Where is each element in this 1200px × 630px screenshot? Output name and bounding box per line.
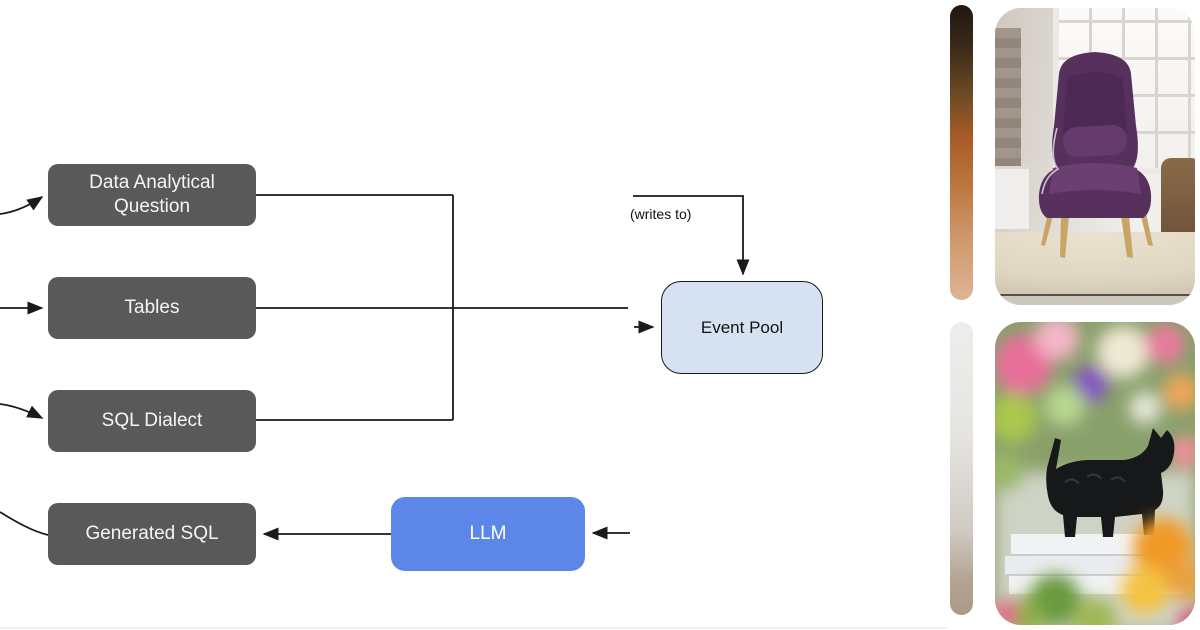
- floor: [995, 296, 1195, 305]
- armchair-illustration: [1038, 52, 1153, 258]
- edge-label-writes-to: (writes to): [628, 206, 694, 222]
- partial-photo-top[interactable]: [950, 5, 973, 300]
- brick-wall: [995, 28, 1021, 168]
- node-data-analytical-question: Data Analytical Question: [48, 164, 256, 226]
- edge-writes-to: [633, 195, 750, 276]
- node-llm: LLM: [391, 497, 585, 571]
- edge-out-generated-sql: [0, 511, 49, 536]
- dog-figurine-photo[interactable]: [995, 322, 1195, 625]
- rug: [995, 232, 1195, 296]
- floor-edge: [995, 294, 1195, 296]
- armchair-scene: [995, 8, 1195, 305]
- node-event-pool: Event Pool: [661, 281, 823, 374]
- edge-into-sql-dialect: [0, 403, 44, 419]
- node-generated-sql: Generated SQL: [48, 503, 256, 565]
- bottom-hairline: [0, 627, 948, 629]
- edge-into-daq: [0, 196, 44, 215]
- partial-photo-bottom[interactable]: [950, 322, 973, 615]
- dresser: [995, 166, 1029, 229]
- node-tables: Tables: [48, 277, 256, 339]
- diagram-edges: [0, 194, 750, 541]
- dog-scene: [995, 322, 1195, 625]
- wood-stool: [1161, 158, 1195, 242]
- armchair-photo[interactable]: [995, 8, 1195, 305]
- node-sql-dialect: SQL Dialect: [48, 390, 256, 452]
